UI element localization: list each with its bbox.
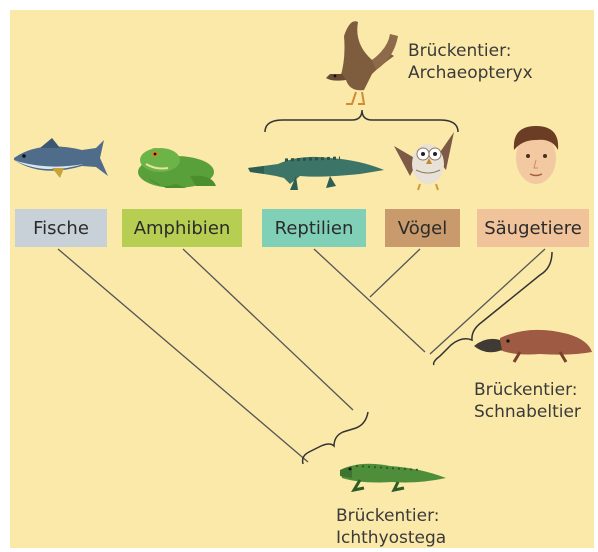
bracket-archaeopteryx: [264, 109, 459, 133]
label-reptilien-text: Reptilien: [274, 217, 354, 239]
caption-ichthyostega-line2: Ichthyostega: [336, 528, 447, 548]
caption-archaeopteryx: Brückentier: Archaeopteryx: [408, 40, 533, 84]
bracket-schnabeltier: [432, 251, 553, 366]
caption-archaeopteryx-line2: Archaeopteryx: [408, 63, 533, 83]
frog-icon: [138, 148, 216, 188]
crocodile-icon: [248, 156, 384, 190]
branch-amphibien: [182, 248, 354, 411]
label-fische: Fische: [15, 209, 107, 247]
label-voegel: Vögel: [385, 209, 460, 247]
diagram-background: [10, 10, 594, 548]
branch-saeugetiere: [429, 248, 546, 355]
caption-schnabeltier: Brückentier: Schnabeltier: [474, 379, 581, 423]
ichthyostega-icon: [340, 463, 446, 493]
branch-voegel: [369, 248, 421, 298]
archaeopteryx-icon: [326, 21, 398, 105]
owl-icon: [394, 132, 454, 191]
caption-ichthyostega-line1: Brückentier:: [336, 506, 440, 526]
label-voegel-text: Vögel: [397, 217, 448, 239]
label-saeugetiere: Säugetiere: [477, 209, 589, 247]
label-amphibien: Amphibien: [122, 209, 242, 247]
caption-schnabeltier-line2: Schnabeltier: [474, 402, 581, 422]
caption-archaeopteryx-line1: Brückentier:: [408, 41, 512, 61]
label-amphibien-text: Amphibien: [133, 217, 231, 239]
branch-reptilien: [313, 248, 426, 353]
human-face-icon: [513, 126, 559, 184]
label-fische-text: Fische: [33, 217, 89, 239]
caption-ichthyostega: Brückentier: Ichthyostega: [336, 505, 446, 549]
label-reptilien: Reptilien: [262, 209, 366, 247]
label-saeugetiere-text: Säugetiere: [484, 217, 582, 239]
branch-fische: [57, 248, 309, 463]
platypus-icon: [474, 329, 592, 363]
tree-lines: [57, 248, 546, 463]
fish-icon: [14, 138, 108, 178]
bracket-ichthyostega: [301, 411, 369, 465]
caption-schnabeltier-line1: Brückentier:: [474, 380, 578, 400]
